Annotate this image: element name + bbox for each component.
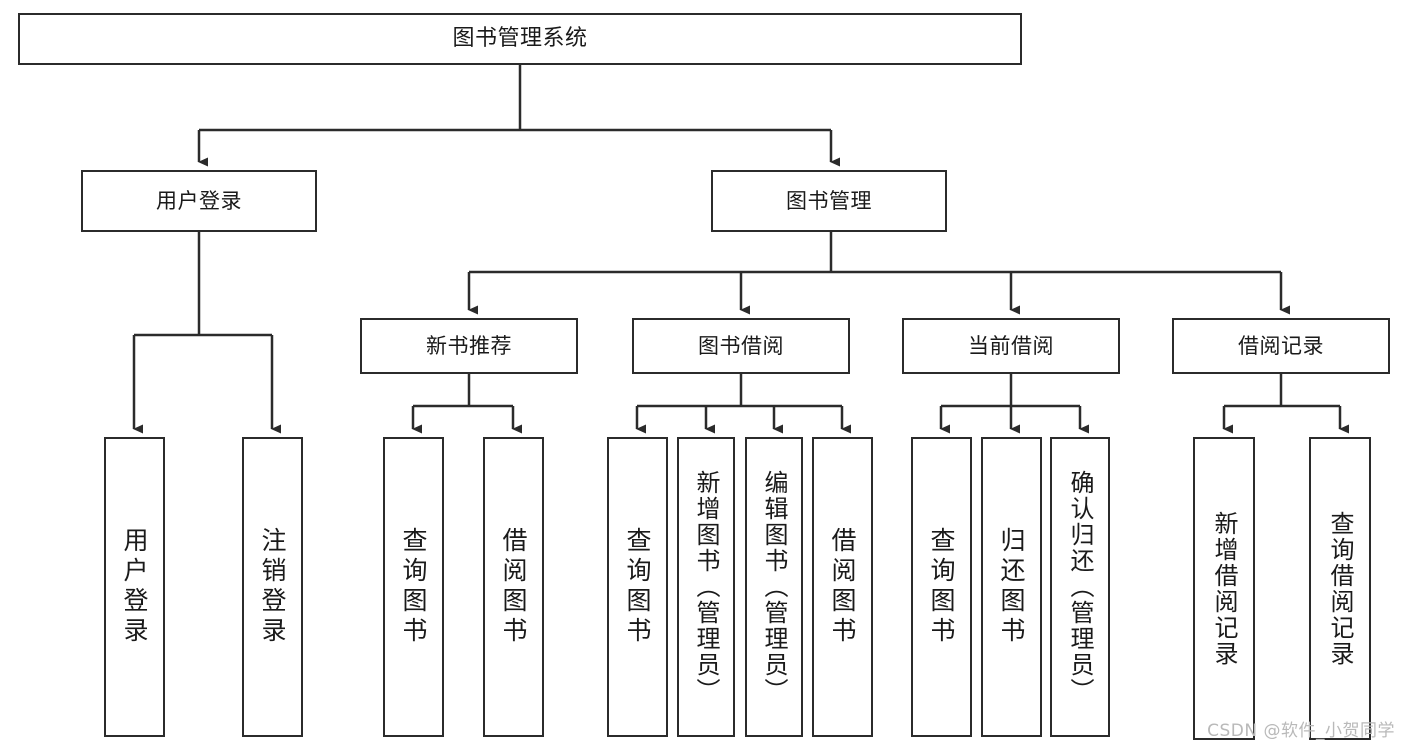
node-label: 注销登录 <box>258 527 287 647</box>
node-leaf-query-book-current[interactable]: 查询图书 <box>911 437 972 737</box>
node-current-borrow[interactable]: 当前借阅 <box>902 318 1120 374</box>
watermark-text: CSDN @软件_小贺同学 <box>1207 721 1395 741</box>
node-label: 新增图书（管理员） <box>692 470 720 704</box>
node-label: 查询图书 <box>399 527 428 647</box>
node-leaf-confirm-return-admin[interactable]: 确认归还（管理员） <box>1050 437 1110 737</box>
node-leaf-query-book-recommend[interactable]: 查询图书 <box>383 437 444 737</box>
node-label: 查询图书 <box>623 527 652 647</box>
node-label: 编辑图书（管理员） <box>760 470 788 704</box>
node-label: 用户登录 <box>120 527 149 647</box>
node-leaf-borrow-book-recommend[interactable]: 借阅图书 <box>483 437 544 737</box>
node-leaf-logout-login[interactable]: 注销登录 <box>242 437 303 737</box>
node-borrow-record[interactable]: 借阅记录 <box>1172 318 1390 374</box>
node-label: 查询图书 <box>927 527 956 647</box>
node-root-book-management-system[interactable]: 图书管理系统 <box>18 13 1022 65</box>
node-label: 归还图书 <box>997 527 1026 647</box>
node-label: 查询借阅记录 <box>1326 510 1354 667</box>
node-label: 图书借阅 <box>698 333 784 358</box>
node-leaf-borrow-book[interactable]: 借阅图书 <box>812 437 873 737</box>
node-new-book-recommend[interactable]: 新书推荐 <box>360 318 578 374</box>
node-label: 图书管理系统 <box>452 26 588 52</box>
node-label: 借阅图书 <box>499 527 528 647</box>
node-leaf-add-borrow-record[interactable]: 新增借阅记录 <box>1193 437 1255 740</box>
node-label: 借阅图书 <box>828 527 857 647</box>
node-label: 借阅记录 <box>1238 333 1324 358</box>
node-leaf-add-book-admin[interactable]: 新增图书（管理员） <box>677 437 735 737</box>
node-leaf-return-book[interactable]: 归还图书 <box>981 437 1042 737</box>
node-user-login[interactable]: 用户登录 <box>81 170 317 232</box>
node-label: 新增借阅记录 <box>1210 510 1238 667</box>
node-label: 图书管理 <box>786 188 872 213</box>
node-label: 新书推荐 <box>426 333 512 358</box>
node-leaf-edit-book-admin[interactable]: 编辑图书（管理员） <box>745 437 803 737</box>
node-book-borrow[interactable]: 图书借阅 <box>632 318 850 374</box>
node-leaf-user-login[interactable]: 用户登录 <box>104 437 165 737</box>
node-label: 用户登录 <box>156 188 242 213</box>
node-leaf-query-book-borrow[interactable]: 查询图书 <box>607 437 668 737</box>
node-label: 确认归还（管理员） <box>1066 470 1094 704</box>
node-leaf-query-borrow-record[interactable]: 查询借阅记录 <box>1309 437 1371 740</box>
node-label: 当前借阅 <box>968 333 1054 358</box>
node-book-manage[interactable]: 图书管理 <box>711 170 947 232</box>
